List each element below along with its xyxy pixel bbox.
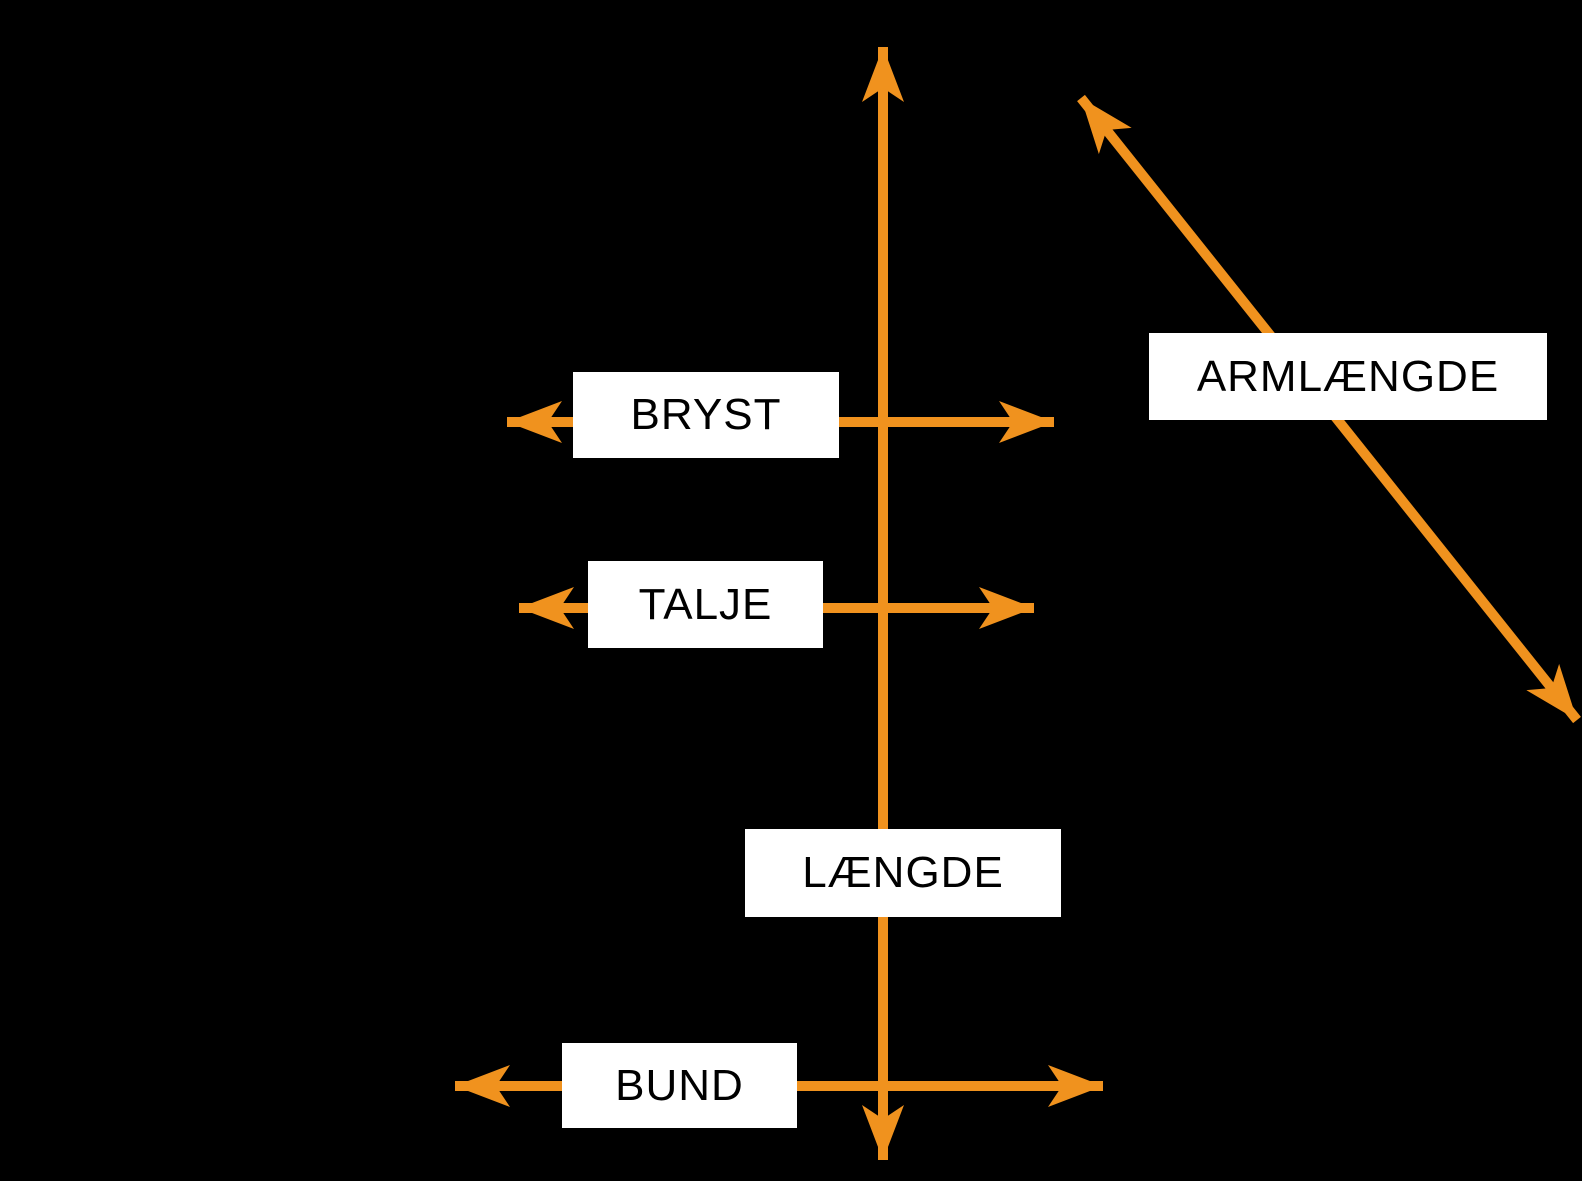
label-talje: TALJE xyxy=(588,561,823,648)
label-bryst: BRYST xyxy=(573,372,839,458)
label-laengde: LÆNGDE xyxy=(745,829,1061,917)
label-armlaengde: ARMLÆNGDE xyxy=(1149,333,1547,420)
label-bund: BUND xyxy=(562,1043,797,1128)
